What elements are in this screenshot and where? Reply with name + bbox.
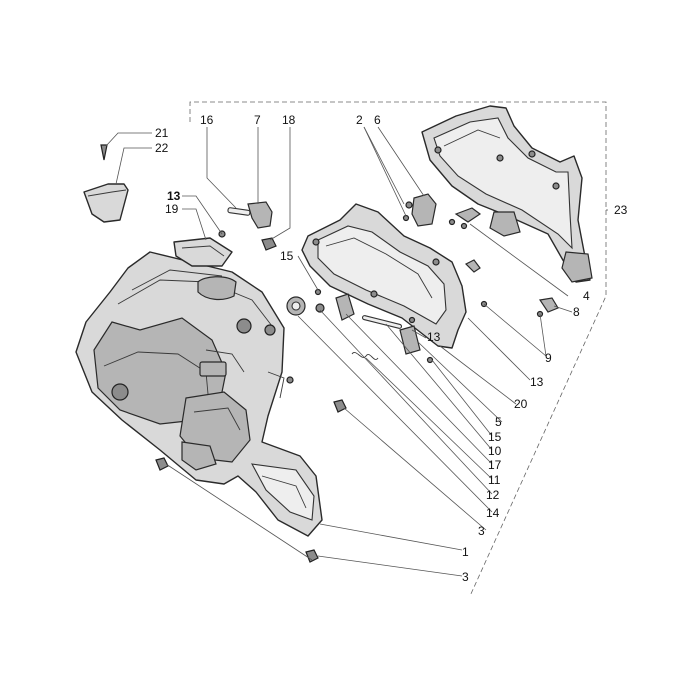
callout-13c: 13 <box>530 375 544 389</box>
screw-15a <box>314 288 322 296</box>
vent-cover-19 <box>173 237 233 267</box>
leader-lines <box>105 126 608 577</box>
spring <box>351 352 379 360</box>
rod-10 <box>361 315 403 329</box>
lock-6 <box>411 193 437 227</box>
glove-box-door <box>301 203 467 349</box>
bracket-7 <box>247 201 273 229</box>
callout-8: 8 <box>573 305 580 319</box>
shield-cover <box>421 105 593 283</box>
screw-2a <box>405 201 413 209</box>
callout-16: 16 <box>200 113 214 127</box>
hinge-8 <box>454 207 482 223</box>
nut-3a <box>333 399 347 413</box>
cup-holder <box>83 183 129 223</box>
washer-12 <box>315 303 325 313</box>
callout-10: 10 <box>488 444 502 458</box>
callout-18: 18 <box>282 113 296 127</box>
callout-13b: 13 <box>427 330 441 344</box>
callout-14: 14 <box>486 506 500 520</box>
callout-15a: 15 <box>280 249 294 263</box>
callout-11: 11 <box>488 473 501 487</box>
callout-22: 22 <box>155 141 169 155</box>
inner-panel-body <box>75 251 323 537</box>
callout-4: 4 <box>583 289 590 303</box>
callout-1: 1 <box>462 545 469 559</box>
callout-9: 9 <box>545 351 552 365</box>
nut-18 <box>261 237 277 251</box>
latch-17 <box>335 293 355 321</box>
callout-13a: 13 <box>167 189 181 203</box>
assembly-bracket-23 <box>189 101 607 597</box>
callout-15b: 15 <box>488 430 502 444</box>
callout-labels: 21 22 13 19 16 7 18 2 6 15 13 23 4 8 9 1… <box>155 113 628 584</box>
callout-19: 19 <box>165 202 179 216</box>
callout-20: 20 <box>514 397 528 411</box>
clip-9a <box>464 259 481 273</box>
clip-9b <box>538 297 559 313</box>
callout-23: 23 <box>614 203 628 217</box>
nut-3b <box>305 549 319 563</box>
screw-21 <box>100 144 108 161</box>
callout-6: 6 <box>374 113 381 127</box>
callout-17: 17 <box>488 458 502 472</box>
nut-3c <box>155 457 169 471</box>
callout-3b: 3 <box>462 570 469 584</box>
callout-7: 7 <box>254 113 261 127</box>
callout-3a: 3 <box>478 524 485 538</box>
callout-5: 5 <box>495 415 502 429</box>
callout-2: 2 <box>356 113 363 127</box>
pin-16 <box>227 207 251 216</box>
screw-2b <box>402 214 410 222</box>
callout-12: 12 <box>486 488 500 502</box>
callout-21: 21 <box>155 126 169 140</box>
